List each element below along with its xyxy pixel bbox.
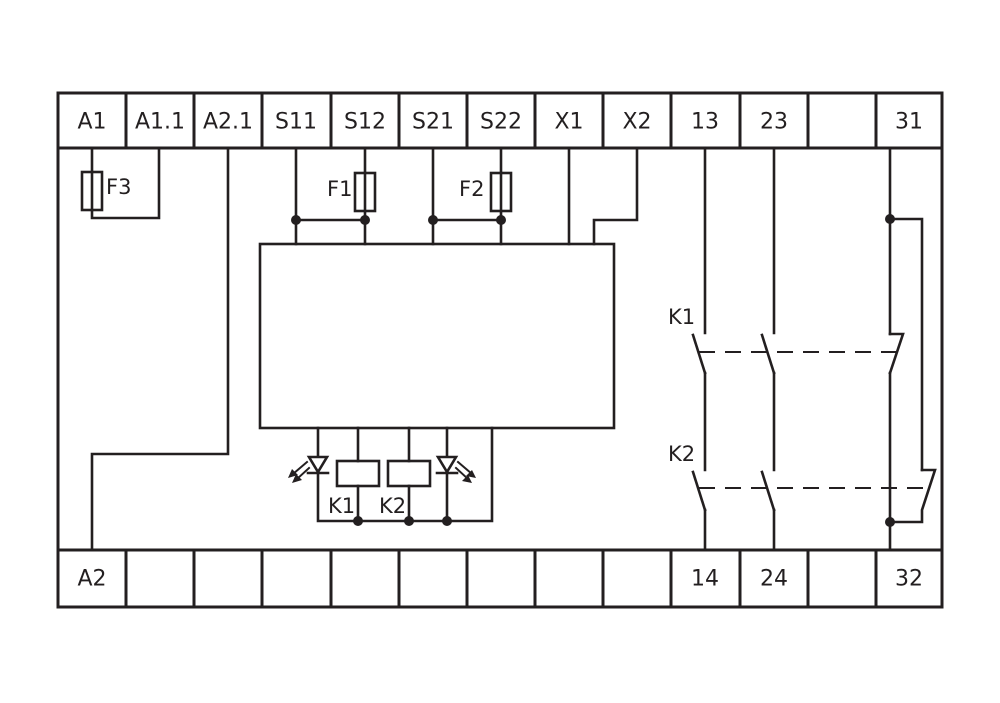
output-contacts: K1 K2 [668, 146, 930, 552]
terminal-top-5: S12 [344, 110, 386, 135]
k1-contact-31-32-blade [888, 332, 905, 375]
a2.1-to-a2-wire [90, 146, 230, 552]
channel-2-input: F2 [428, 146, 513, 246]
junction-dot [291, 215, 301, 225]
coil-k2-symbol [386, 459, 432, 488]
outer-frame [56, 91, 944, 609]
junction-dot [496, 215, 506, 225]
contact-group-k2-label: K2 [668, 442, 695, 466]
junction-dot [428, 215, 438, 225]
fuse-f3-label: F3 [106, 175, 131, 199]
nc-contacts-31-32 [885, 146, 937, 552]
safety-logic-block [258, 242, 616, 430]
led-left-icon [306, 455, 330, 475]
k2-contact-13-14-blade [691, 470, 707, 512]
top-terminal-labels: A1 A1.1 A2.1 S11 S12 S21 S22 X1 X2 13 23… [77, 110, 923, 135]
supply-circuit: F3 [80, 146, 230, 552]
terminal-top-10: 13 [691, 110, 719, 135]
junction-dot [360, 215, 370, 225]
terminal-frame [56, 91, 944, 609]
terminal-bottom-1: A2 [77, 567, 106, 592]
contact-31-bypass [888, 217, 924, 472]
bottom-terminal-labels: A2 14 24 32 [77, 567, 923, 592]
terminal-top-4: S11 [275, 110, 317, 135]
terminal-top-2: A1.1 [135, 110, 185, 135]
terminal-top-7: S22 [480, 110, 522, 135]
x2-wire [592, 146, 639, 246]
contact-group-k1-label: K1 [668, 305, 695, 329]
coil-k1-symbol [335, 459, 381, 488]
k1-contact-13-14-blade [691, 333, 707, 375]
output-stage: K1 K2 [288, 426, 494, 526]
junction-dot [885, 517, 895, 527]
terminal-top-3: A2.1 [203, 110, 253, 135]
led-right-light-arrows [454, 460, 476, 483]
junction-dot [442, 516, 452, 526]
terminal-bottom-11: 24 [760, 567, 788, 592]
k2-contact-31-32-blade [888, 468, 937, 524]
column-dividers [124, 93, 878, 607]
fuse-f2-label: F2 [459, 177, 484, 201]
terminal-top-6: S21 [412, 110, 454, 135]
terminal-top-11: 23 [760, 110, 788, 135]
led-left-light-arrows [288, 460, 311, 483]
terminal-bottom-10: 14 [691, 567, 719, 592]
coil-k1-label: K1 [328, 494, 355, 518]
junction-dot [353, 516, 363, 526]
channel-1-input: F1 [291, 146, 377, 246]
junction-dot [404, 516, 414, 526]
terminal-top-1: A1 [77, 110, 106, 135]
k2-contact-23-24-blade [760, 470, 776, 512]
terminal-top-13: 31 [895, 110, 923, 135]
reset-input [567, 146, 639, 246]
k1-contact-23-24-blade [760, 333, 776, 375]
coil-k2-label: K2 [379, 494, 406, 518]
terminal-top-9: X2 [622, 110, 651, 135]
fuse-f1-label: F1 [327, 177, 352, 201]
terminal-bottom-13: 32 [895, 567, 923, 592]
led-right-icon [435, 455, 459, 475]
terminal-top-8: X1 [554, 110, 583, 135]
